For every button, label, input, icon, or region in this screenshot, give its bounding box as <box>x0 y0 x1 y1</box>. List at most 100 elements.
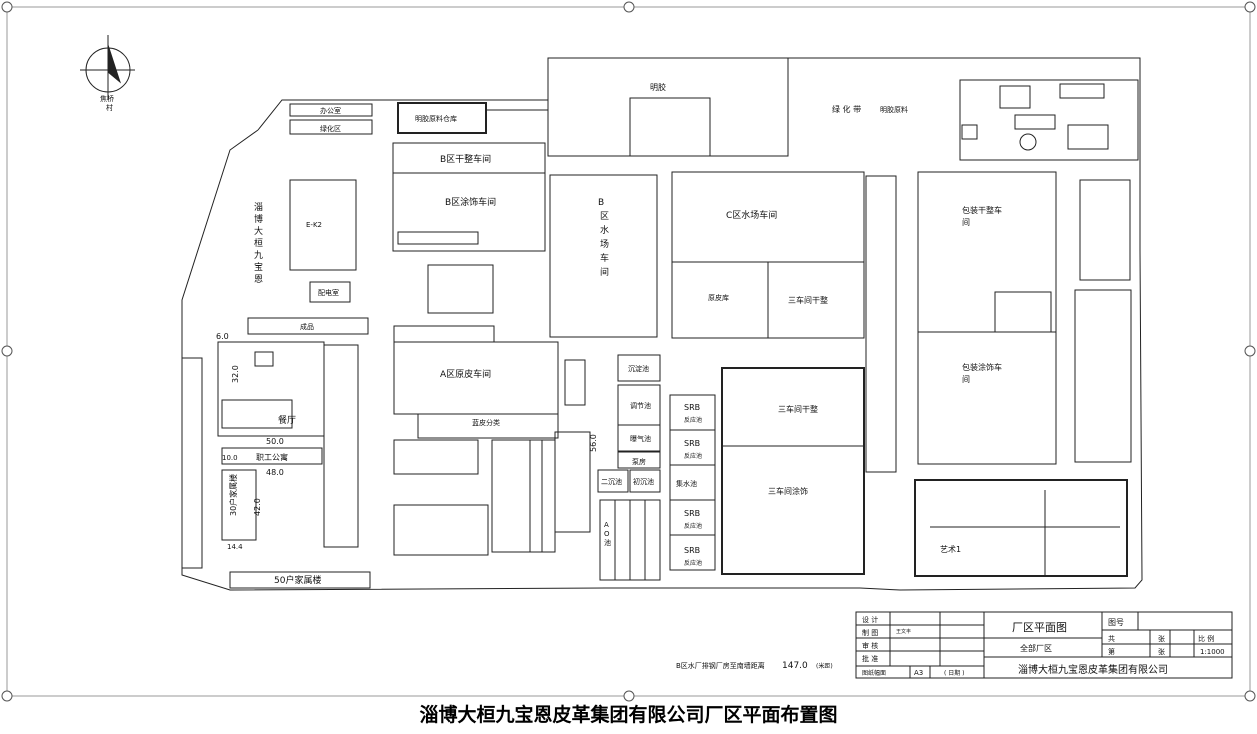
gelatin-inner <box>629 97 711 157</box>
label-finish-room: 成品 <box>300 322 314 331</box>
compass-label-2: 村 <box>106 103 113 112</box>
tb-page-sheet: 张 <box>1158 647 1165 656</box>
label-gelatin: 明胶 <box>650 82 666 92</box>
staff-compound <box>217 341 325 437</box>
dim-56: 56.0 <box>589 434 598 452</box>
right-buildings <box>1074 289 1132 463</box>
label-dining: 餐厅 <box>278 414 296 426</box>
north-arrow-icon: 焦桥 村 <box>80 35 135 112</box>
tb-scale: 1:1000 <box>1200 648 1225 656</box>
tb-ratio-label: 比 例 <box>1198 634 1214 643</box>
label-c-wet: C区水场车间 <box>726 209 777 221</box>
label-srb: SRB <box>684 403 700 412</box>
package-building <box>917 171 1057 465</box>
tb-sheet: 张 <box>1158 634 1165 643</box>
resize-handle-ml[interactable] <box>1 345 13 357</box>
b-coating-building <box>392 172 546 252</box>
office-block <box>289 103 373 117</box>
label-srb-sub-4: 反应池 <box>684 559 702 567</box>
tb-page: 第 <box>1108 647 1115 656</box>
label-b-coating: B区涂饰车间 <box>445 196 496 208</box>
label-srb-4: SRB <box>684 546 700 555</box>
label-pack-dry: 包装干整车间 <box>962 205 1002 227</box>
label-a-sort: 蓝皮分类 <box>472 418 500 427</box>
tb-date: ( 日期 ) <box>944 669 965 677</box>
label-srb-sub-2: 反应池 <box>684 452 702 460</box>
srb-pools <box>669 394 716 571</box>
resize-handle-mr[interactable] <box>1244 345 1256 357</box>
label-srb-2: SRB <box>684 439 700 448</box>
resize-handle-tc[interactable] <box>623 1 635 13</box>
tb-design: 设 计 <box>862 615 878 624</box>
dim-48: 48.0 <box>266 468 284 477</box>
resize-handle-br[interactable] <box>1244 690 1256 702</box>
label-initial-sed: 初沉池 <box>633 477 654 486</box>
dim-10: 10.0 <box>222 454 238 462</box>
label-collect-pool: 集水池 <box>676 479 697 488</box>
label-pack-coat: 包装涂饰车间 <box>962 362 1002 384</box>
family-building-50 <box>229 571 371 589</box>
tb-sheet-size-label: 图纸幅面 <box>862 669 886 677</box>
tb-drawing-title: 厂区平面图 <box>1012 621 1067 634</box>
label-plant3-dry: 三车间干整 <box>778 404 818 414</box>
plant3-building <box>721 367 865 575</box>
label-adjust-pool: 调节池 <box>630 401 651 410</box>
ek2-building <box>289 179 357 271</box>
label-sedimentation: 沉淀池 <box>628 364 649 373</box>
label-staff-apt: 职工公寓 <box>256 452 288 462</box>
family-building-30 <box>221 469 257 541</box>
secondary-sed-pool <box>597 469 629 493</box>
initial-sed-pool <box>629 469 661 493</box>
resize-handle-bl[interactable] <box>1 690 13 702</box>
note-suffix: (米距) <box>816 662 833 670</box>
finished-goods <box>247 317 369 335</box>
tb-sheet-size: A3 <box>914 669 923 677</box>
page-caption: 淄博大桓九宝恩皮革集团有限公司厂区平面布置图 <box>419 704 838 726</box>
label-power-room: 配电室 <box>318 288 339 297</box>
label-plant3-coat: 三车间涂饰 <box>768 486 808 496</box>
label-ek2: E-K2 <box>306 221 322 229</box>
title-block <box>855 611 1233 679</box>
tb-company: 淄博大桓九宝恩皮革集团有限公司 <box>1018 663 1168 676</box>
label-office: 办公室 <box>320 106 341 115</box>
tb-drawing-no: 图号 <box>1108 618 1124 627</box>
sedimentation-pool <box>617 354 661 382</box>
tb-scope: 全部厂区 <box>1020 643 1052 653</box>
dim-42: 42.0 <box>253 498 262 516</box>
tb-check: 审 核 <box>862 641 878 650</box>
label-green-belt: 绿 化 带 <box>832 104 861 114</box>
resize-handle-bc[interactable] <box>623 690 635 702</box>
label-pump-room: 泵房 <box>632 457 646 466</box>
drawing-frame <box>6 6 1251 697</box>
distance-note: B区水厂排钢厂房至南墙距离 <box>676 661 765 670</box>
dim-6: 6.0 <box>216 332 229 341</box>
dim-50: 50.0 <box>266 437 284 446</box>
label-raw-hide-warehouse: 明胶原料仓库 <box>415 114 457 123</box>
art-building <box>914 479 1128 577</box>
label-plant3-dry-c: 三车间干整 <box>788 295 828 305</box>
label-secondary-sed: 二沉池 <box>601 477 622 486</box>
staff-apartment <box>221 447 323 465</box>
label-green-area: 绿化区 <box>320 124 341 133</box>
green-area-block <box>289 119 373 135</box>
tb-total: 共 <box>1108 634 1115 643</box>
label-raw-room: 原皮库 <box>708 293 729 302</box>
label-b-dry-finish: B区干整车间 <box>440 153 491 165</box>
gelatin-zone <box>547 57 789 157</box>
dim-14: 14.4 <box>227 543 243 551</box>
label-company-side: 淄博大桓九宝恩 <box>254 201 263 285</box>
raw-hide-warehouse <box>397 102 487 134</box>
label-srb-sub-3: 反应池 <box>684 522 702 530</box>
compass-label: 焦桥 <box>100 94 114 103</box>
tb-approve: 批 准 <box>862 654 878 663</box>
dim-32: 32.0 <box>231 365 240 383</box>
label-srb-3: SRB <box>684 509 700 518</box>
a-sort-area <box>417 413 559 439</box>
tb-drawer-name: 王文丰 <box>896 628 911 635</box>
aeration-pool <box>617 424 661 452</box>
resize-handle-tr[interactable] <box>1244 1 1256 13</box>
resize-handle-tl[interactable] <box>1 1 13 13</box>
pump-room <box>617 451 661 469</box>
tb-draw: 制 图 <box>862 628 878 637</box>
